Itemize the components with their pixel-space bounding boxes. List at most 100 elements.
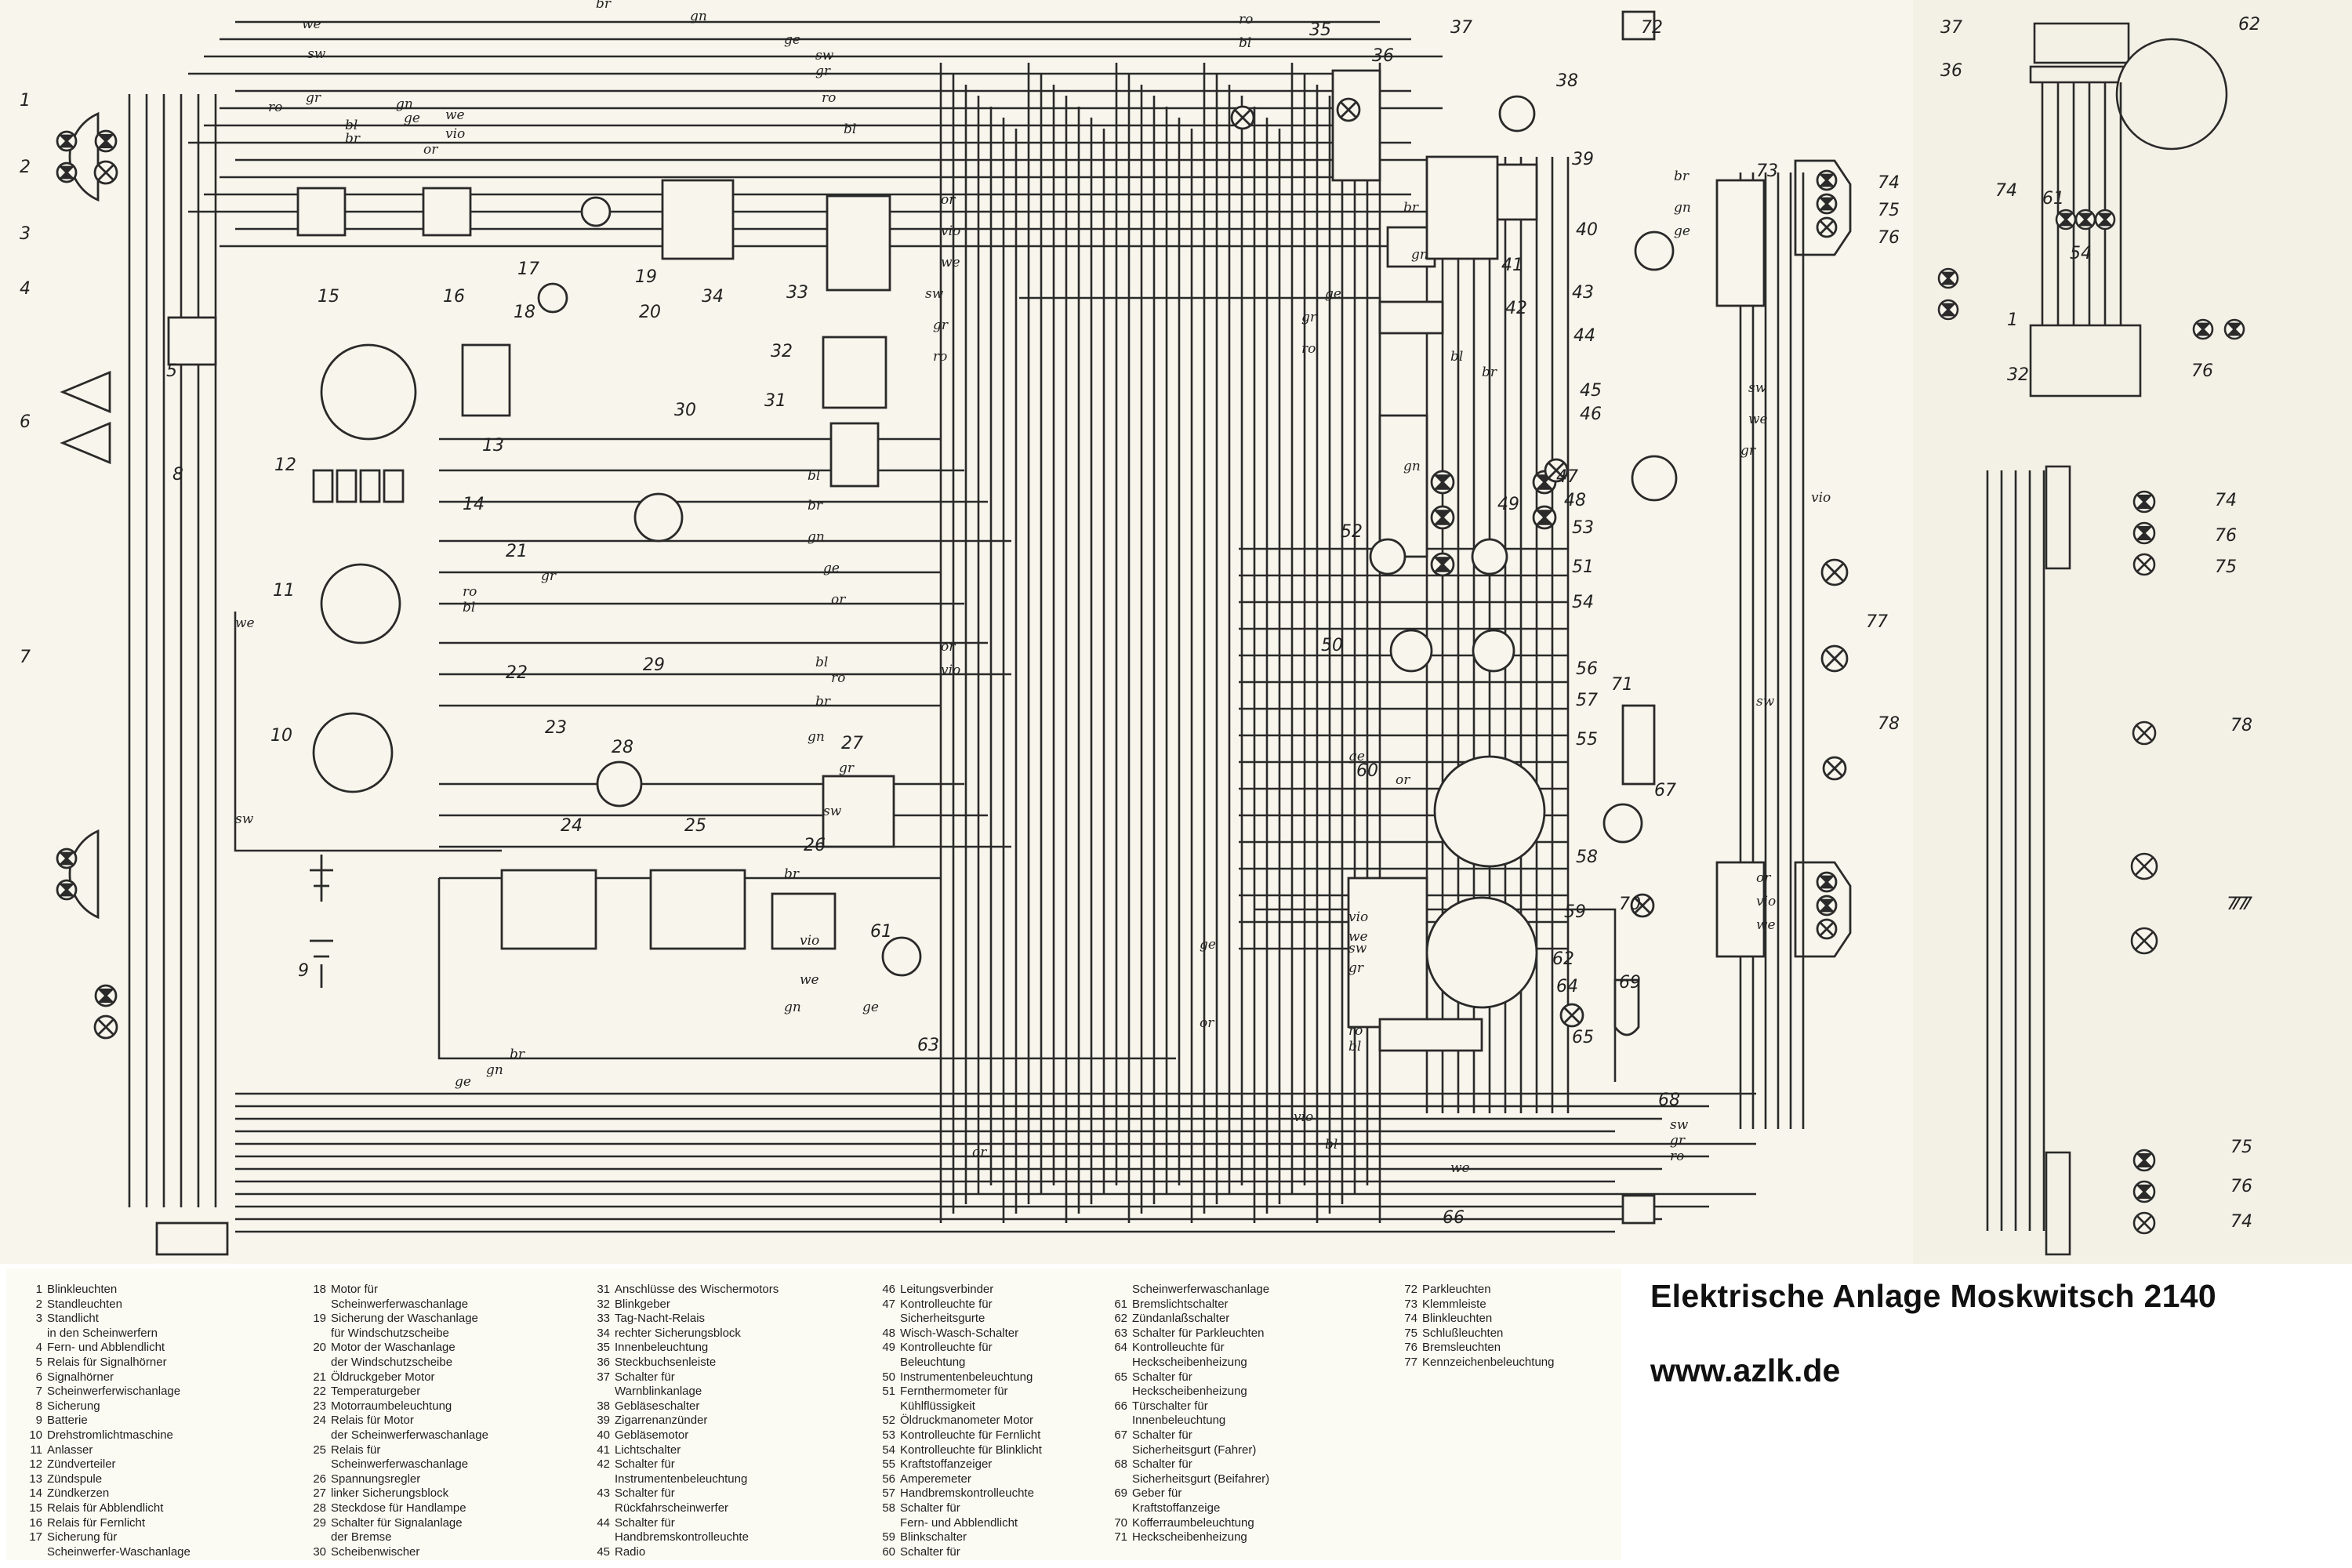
legend-number: 63 — [1114, 1326, 1127, 1340]
callout-number: 67 — [1654, 781, 1676, 800]
wire-color-label: vio — [1348, 909, 1368, 925]
callout-number: 60 — [1356, 761, 1378, 781]
seatbelt-switch-passenger — [1634, 230, 1675, 271]
callout-number: 35 — [1309, 20, 1331, 40]
callout-number: 5 — [166, 361, 177, 381]
legend-number: 8 — [35, 1399, 42, 1413]
legend-text: Lichtschalter — [615, 1443, 681, 1457]
lamp-symbol — [94, 129, 118, 153]
callout-number: 17 — [517, 260, 539, 279]
legend-number: 74 — [1404, 1312, 1417, 1326]
terminal-strip-rear-lower — [1715, 861, 1766, 958]
legend-text: linker Sicherungsblock — [331, 1486, 449, 1501]
lamp-symbol — [93, 160, 118, 185]
legend-text: Fernthermometer für Kühlflüssigkeit — [900, 1385, 1008, 1413]
wire-color-label: or — [831, 592, 846, 608]
wire-color-label: br — [345, 131, 361, 147]
legend-text: Relais für Fernlicht — [47, 1515, 146, 1530]
legend-number: 73 — [1404, 1297, 1417, 1311]
warning-lamp-rear — [1631, 455, 1678, 502]
wire-color-label: bl — [808, 468, 820, 484]
ignition-switch — [1425, 896, 1538, 1009]
legend-text: Kennzeichenbeleuchtung — [1422, 1355, 1555, 1369]
legend-text: Schalter für Signalanlage der Bremse — [331, 1515, 463, 1544]
callout-number: 20 — [639, 303, 661, 322]
legend-number: 12 — [29, 1457, 42, 1472]
relay-washer-motor — [500, 869, 597, 950]
legend-text: Drehstromlichtmaschine — [47, 1428, 173, 1442]
lamp-symbol — [93, 1014, 118, 1040]
fuse-block-left — [822, 775, 895, 848]
wire-color-label: gn — [808, 529, 825, 545]
callout-number: 23 — [545, 718, 567, 738]
legend-number: 46 — [882, 1283, 895, 1296]
callout-number: 61 — [870, 922, 892, 942]
legend-number: 61 — [1114, 1297, 1127, 1311]
inset-callout-number: 74 — [2230, 1212, 2252, 1232]
wire-color-label: ge — [455, 1074, 471, 1090]
legend-text: Radio — [615, 1544, 646, 1559]
wire-color-label: gr — [1301, 310, 1317, 325]
legend-text: Blinkleuchten — [1422, 1312, 1493, 1326]
legend-number: 44 — [597, 1515, 610, 1530]
wire-color-label: gn — [690, 9, 707, 24]
inset-ignition-switch — [2115, 38, 2228, 151]
legend-number: 10 — [29, 1428, 42, 1442]
rear-lamp-housing — [1794, 861, 1852, 958]
lamp-symbol — [2132, 1211, 2156, 1235]
callout-number: 47 — [1556, 467, 1578, 487]
legend-text: Blinkleuchten — [47, 1283, 118, 1296]
callout-number: 52 — [1341, 522, 1363, 542]
callout-number: 71 — [1611, 675, 1633, 695]
legend-number: 51 — [882, 1385, 895, 1399]
legend-number: 6 — [35, 1370, 42, 1384]
callout-number: 40 — [1576, 220, 1598, 240]
legend-text: Spannungsregler — [331, 1472, 421, 1486]
legend-number: 15 — [29, 1501, 42, 1515]
inset-terminal — [2045, 465, 2071, 570]
callout-number: 33 — [786, 283, 808, 303]
wire-color-label: or — [941, 192, 956, 208]
wire-color-label: vio — [800, 933, 819, 949]
brake-light-switch — [881, 936, 922, 977]
callout-number: 58 — [1576, 848, 1598, 867]
wire-color-label: gn — [1674, 200, 1691, 216]
wiper-switch — [1433, 755, 1546, 868]
callout-number: 66 — [1443, 1208, 1465, 1228]
wire-color-label: ge — [1674, 223, 1690, 239]
callout-number: 64 — [1556, 977, 1578, 996]
legend-text: Kofferraumbeleuchtung — [1132, 1515, 1254, 1530]
legend-number: 19 — [313, 1312, 326, 1326]
legend-number: 77 — [1404, 1355, 1417, 1369]
legend-number: 67 — [1114, 1428, 1127, 1442]
inset-callout-number: 75 — [2230, 1138, 2252, 1157]
callout-number: 12 — [274, 456, 296, 475]
wire-color-label: gn — [808, 729, 825, 745]
